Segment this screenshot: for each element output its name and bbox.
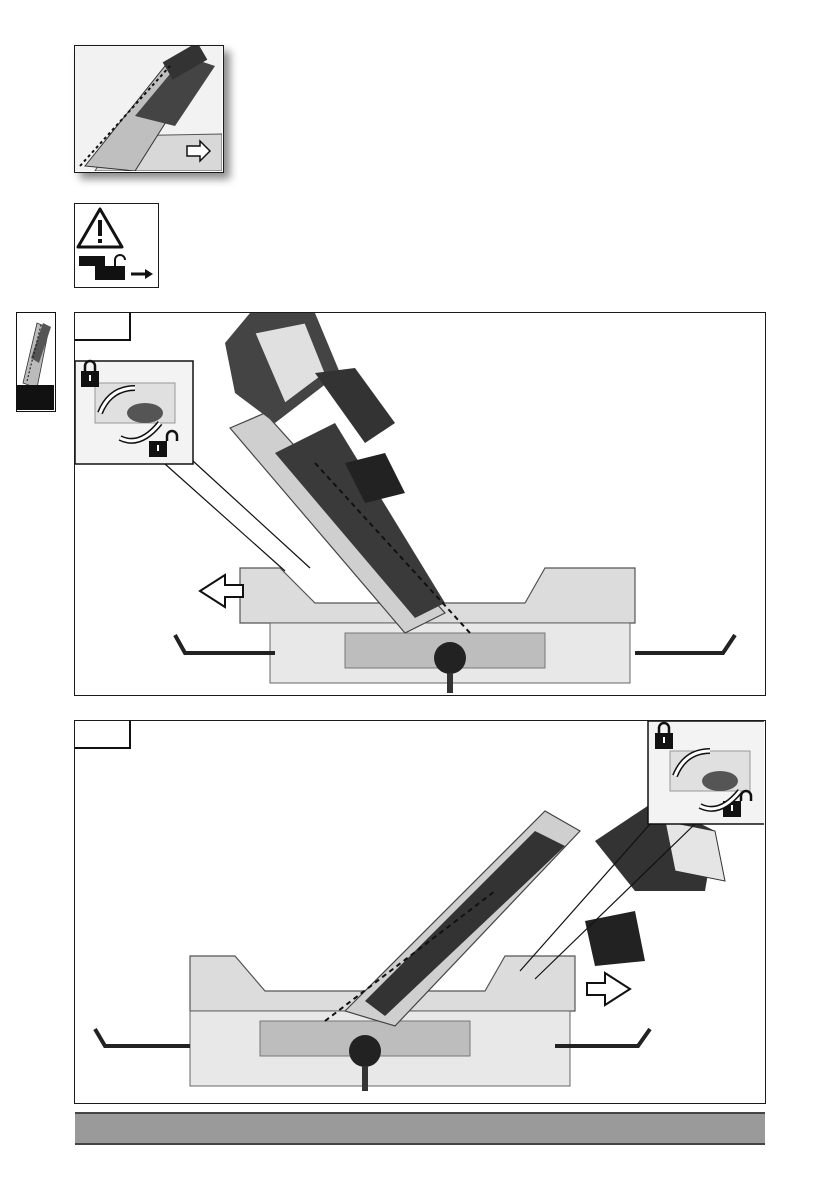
side-tab-thumbnail — [16, 312, 56, 412]
miter-saw-thumbnail-illustration — [75, 46, 222, 171]
figure-2-illustration — [75, 721, 764, 1102]
arrow-right-icon — [587, 973, 630, 1005]
warning-box — [74, 203, 159, 288]
figure-1-label-box-overlay — [75, 313, 131, 341]
arrow-left-icon — [200, 575, 243, 607]
side-tab-illustration — [17, 313, 54, 410]
footer-bar — [75, 1112, 765, 1145]
figure-1-illustration — [75, 313, 764, 694]
figure-2-label-box — [75, 721, 131, 749]
top-thumbnail-image — [74, 45, 224, 173]
figure-1 — [74, 312, 766, 696]
figure-2 — [74, 720, 766, 1104]
warning-triangle-icon — [75, 204, 157, 286]
